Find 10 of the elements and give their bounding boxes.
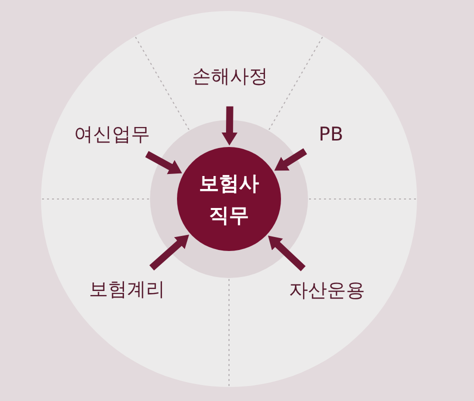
sector-label: PB	[318, 124, 344, 146]
center-title: 보험사 직무	[198, 170, 260, 229]
sector-label: 보험계리	[89, 278, 165, 302]
arrow	[266, 233, 306, 272]
arrow	[222, 106, 238, 146]
sector-label: 자산운용	[289, 280, 365, 302]
arrow	[149, 232, 192, 271]
arrow	[145, 151, 184, 176]
sector-label: 손해사정	[192, 66, 268, 88]
sector-label: 여신업무	[74, 124, 150, 146]
